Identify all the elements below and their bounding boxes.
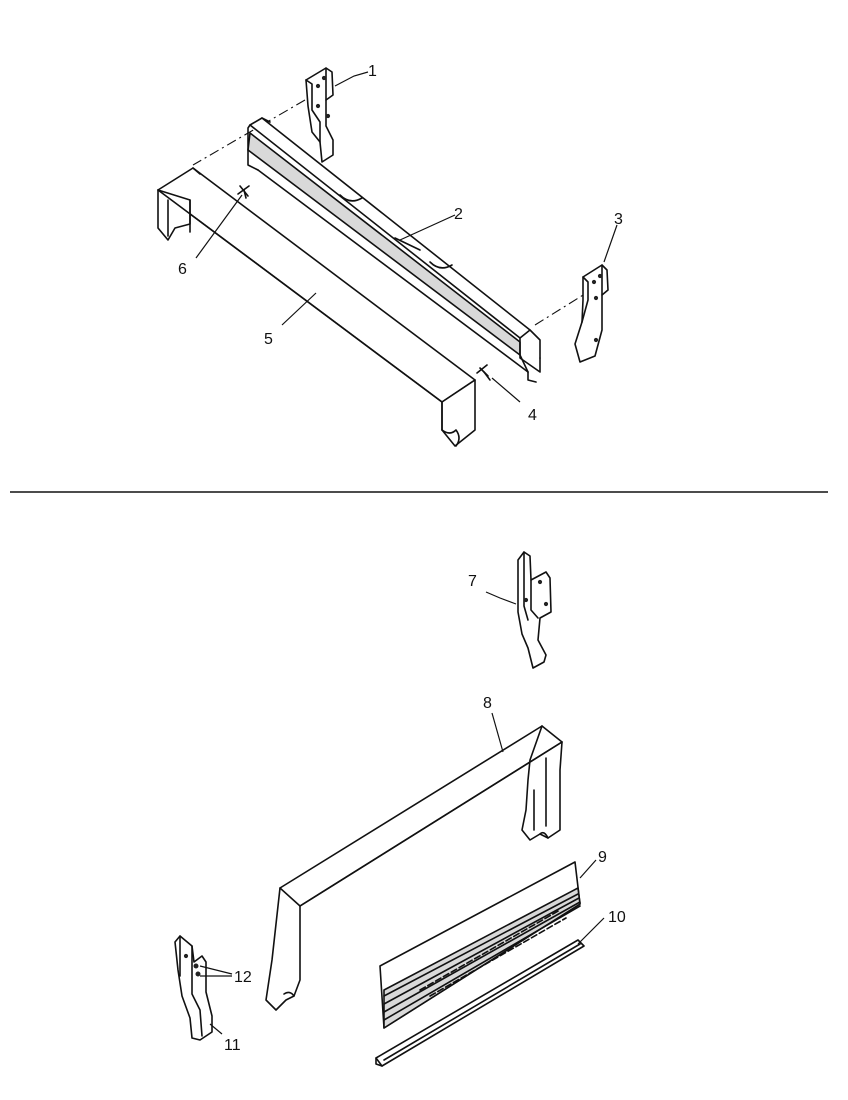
callout-5: 5 bbox=[264, 331, 273, 348]
alignment-line-right bbox=[534, 291, 589, 326]
callout-3: 3 bbox=[614, 211, 623, 228]
alignment-line-left bbox=[192, 99, 306, 166]
callout-8: 8 bbox=[483, 695, 492, 712]
part-10-strip bbox=[375, 939, 585, 1067]
callout-10: 10 bbox=[608, 909, 626, 926]
part-6-screw bbox=[237, 185, 250, 199]
callout-6: 6 bbox=[178, 261, 187, 278]
callout-12: 12 bbox=[234, 969, 252, 986]
callout-7: 7 bbox=[468, 573, 477, 590]
leader-lines-top bbox=[195, 71, 618, 403]
part-3-bracket-right bbox=[574, 264, 609, 363]
part-11-side-bracket bbox=[174, 935, 213, 1041]
callout-11: 11 bbox=[224, 1037, 241, 1054]
leader-lines-bottom bbox=[199, 591, 605, 1035]
callout-9: 9 bbox=[598, 849, 607, 866]
part-2-back-rail bbox=[247, 117, 541, 383]
part-4-screw bbox=[476, 364, 491, 381]
part-9-louver-panel bbox=[379, 861, 581, 1029]
callout-4: 4 bbox=[528, 407, 537, 424]
callout-1: 1 bbox=[368, 63, 377, 80]
callout-2: 2 bbox=[454, 206, 463, 223]
part-5-front-cover bbox=[157, 167, 476, 447]
part-7-bracket bbox=[517, 551, 552, 669]
part-1-bracket-left bbox=[305, 67, 334, 163]
part-8-trim-frame bbox=[265, 725, 563, 1011]
